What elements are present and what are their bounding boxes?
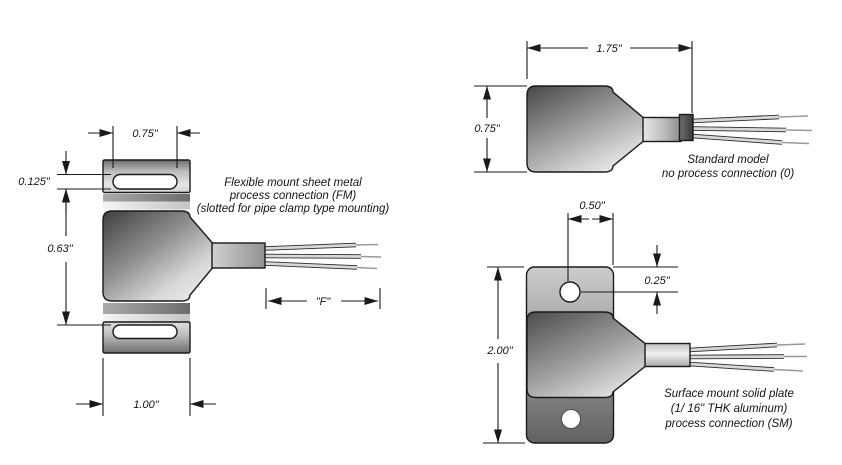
fm-wire-1	[264, 242, 379, 251]
fm-top-slot	[112, 173, 178, 190]
std-dim-overall-length-label: 1.75"	[596, 43, 622, 55]
std-sensor-body	[526, 85, 644, 173]
fm-dim-lead-length: "F"	[265, 288, 381, 309]
std-wire-1	[691, 114, 809, 124]
sm-dim-hole-to-edge-label: 0.50"	[579, 200, 605, 212]
fm-dim-slot-spacing-label: 0.63"	[47, 243, 73, 255]
std-wire-2	[691, 126, 813, 133]
wire-core	[264, 254, 362, 258]
fm-dim-bracket-width: 1.00"	[76, 358, 216, 416]
figure-sm: 0.50" 0.25" 2.00" Surface mount solid pl…	[483, 200, 807, 444]
std-wire-3	[691, 133, 810, 145]
wire-core	[688, 355, 785, 359]
wire-bare-tip	[355, 243, 379, 246]
sm-bottom-mounting-hole	[561, 409, 581, 429]
sm-sensor-body	[526, 311, 646, 399]
fm-dim-slot-spacing: 0.63"	[47, 189, 111, 326]
fm-caption: Flexible mount sheet metal process conne…	[197, 177, 390, 215]
wire-core	[691, 134, 783, 144]
std-dim-body-width-label: 0.75"	[474, 123, 500, 135]
sm-dim-hole-to-edge: 0.50"	[568, 200, 614, 265]
sm-dim-hole-offset: 0.25"	[581, 245, 678, 314]
fm-dim-slot-length-label: 0.75"	[132, 128, 158, 140]
fm-dim-slot-height: 0.125"	[18, 151, 111, 212]
wire-core	[264, 262, 358, 269]
wire-core	[688, 343, 778, 352]
wire-core	[691, 115, 780, 123]
fm-dim-slot-height-label: 0.125"	[18, 176, 51, 188]
std-caption-line1: Standard model	[687, 154, 769, 166]
fm-dim-slot-length: 0.75"	[88, 126, 200, 168]
wire-bare-tip	[776, 343, 806, 346]
fm-bottom-slot	[112, 324, 178, 340]
sm-caption-line3: process connection (SM)	[664, 418, 792, 430]
wire-bare-tip	[781, 141, 810, 145]
fm-caption-line1: Flexible mount sheet metal	[224, 177, 362, 189]
fm-upper-gray-band	[103, 194, 190, 202]
fm-wire-2	[264, 253, 382, 259]
sm-wire-1	[688, 342, 806, 353]
std-caption-line2: no process connection (0)	[662, 168, 794, 180]
sm-caption-line2: (1/ 16" THK aluminum)	[671, 403, 788, 415]
fm-cable-strip	[210, 242, 266, 269]
sm-caption-line1: Surface mount solid plate	[664, 388, 794, 400]
fm-caption-line3: (slotted for pipe clamp type mounting)	[197, 203, 390, 215]
sm-lead-wires	[688, 342, 807, 372]
std-cable-ferrule	[678, 113, 694, 142]
sm-cable-strip	[642, 342, 691, 368]
fm-lower-light-band	[103, 314, 190, 322]
sm-top-mounting-hole	[559, 281, 581, 303]
sm-dim-plate-length: 2.00"	[483, 266, 525, 444]
wire-bare-tip	[778, 115, 809, 118]
sm-dim-hole-offset-label: 0.25"	[644, 275, 670, 287]
sm-wire-3	[688, 361, 804, 372]
figure-standard: 1.75" 0.75" Standard model no process co…	[474, 41, 813, 180]
fm-upper-light-band	[103, 201, 190, 210]
std-caption: Standard model no process connection (0)	[662, 154, 794, 180]
fm-wire-3	[264, 261, 378, 270]
sm-caption: Surface mount solid plate (1/ 16" THK al…	[664, 388, 794, 430]
wire-core	[691, 127, 787, 132]
fm-lead-wires	[264, 242, 382, 270]
wire-bare-tip	[356, 266, 378, 270]
wire-bare-tip	[785, 129, 813, 132]
fm-sensor-body	[102, 210, 213, 302]
figure-fm: 0.75" 0.125" 0.63" 1.00"	[18, 126, 389, 416]
std-dim-overall-length: 1.75"	[526, 41, 693, 113]
std-cable-strip	[641, 116, 682, 143]
wire-core	[264, 243, 357, 250]
wire-bare-tip	[773, 368, 804, 372]
wire-bare-tip	[360, 255, 382, 258]
sm-dim-plate-length-label: 2.00"	[486, 345, 513, 357]
std-lead-wires	[691, 114, 813, 145]
fm-dim-lead-length-label: "F"	[316, 296, 332, 308]
fm-lower-gray-band	[103, 303, 190, 314]
wire-core	[688, 362, 775, 371]
fm-dim-bracket-width-label: 1.00"	[133, 399, 159, 411]
fm-caption-line2: process connection (FM)	[229, 190, 357, 202]
sm-wire-2	[688, 354, 807, 360]
std-dim-body-width: 0.75"	[474, 85, 527, 173]
